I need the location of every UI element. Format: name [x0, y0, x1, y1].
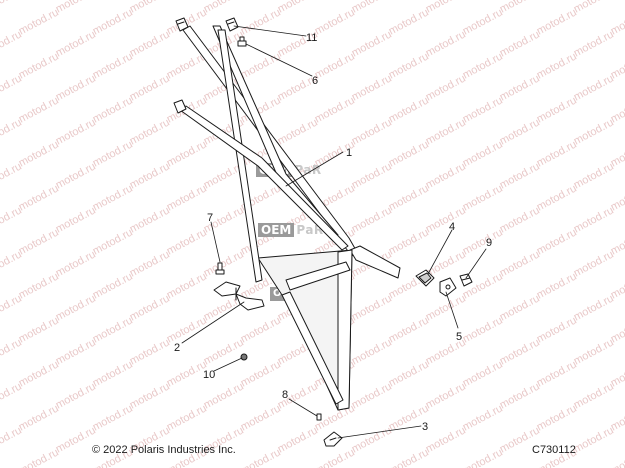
callout-2: 2: [174, 342, 180, 354]
copyright-notice: © 2022 Polaris Industries Inc.: [92, 444, 236, 456]
callout-10: 10: [203, 369, 215, 381]
nut-10: [240, 353, 248, 361]
latch-5: [439, 277, 457, 297]
callout-6: 6: [312, 75, 318, 87]
callout-1: 1: [346, 147, 352, 159]
brace-strap: [285, 261, 351, 291]
screw-8: [316, 413, 322, 421]
leader-3: [337, 425, 422, 439]
spring-clip-9: [459, 273, 473, 287]
bottom-strap: [281, 291, 344, 405]
leader-6: [245, 43, 313, 77]
leader-2: [181, 301, 245, 344]
leader-5: [445, 291, 459, 329]
leader-11: [233, 25, 307, 37]
bracket-2: [213, 281, 265, 311]
callout-4: 4: [449, 221, 455, 233]
leader-1: [285, 151, 344, 187]
leader-10: [213, 357, 243, 372]
callout-3: 3: [422, 421, 428, 433]
front-edge-strap: [337, 249, 353, 411]
callout-11: 11: [306, 32, 317, 44]
callout-5: 5: [456, 331, 462, 343]
leader-7: [210, 221, 221, 263]
clip-middle-left: [173, 99, 187, 114]
clip-top-left: [175, 17, 189, 32]
screw-7: [215, 262, 225, 275]
clip-top-right: [225, 17, 239, 32]
leader-4: [427, 229, 453, 275]
side-tab-strap: [349, 245, 401, 279]
screw-6: [237, 36, 247, 47]
leader-9: [465, 248, 487, 279]
latch-plate-4: [415, 269, 435, 287]
middle-strap: [179, 105, 349, 251]
anchor-3: [323, 431, 343, 447]
leader-8: [288, 398, 318, 417]
callout-8: 8: [282, 389, 288, 401]
callout-7: 7: [207, 212, 213, 224]
callout-9: 9: [486, 237, 492, 249]
rear-strap: [217, 29, 263, 283]
figure-code: C730112: [532, 444, 576, 456]
